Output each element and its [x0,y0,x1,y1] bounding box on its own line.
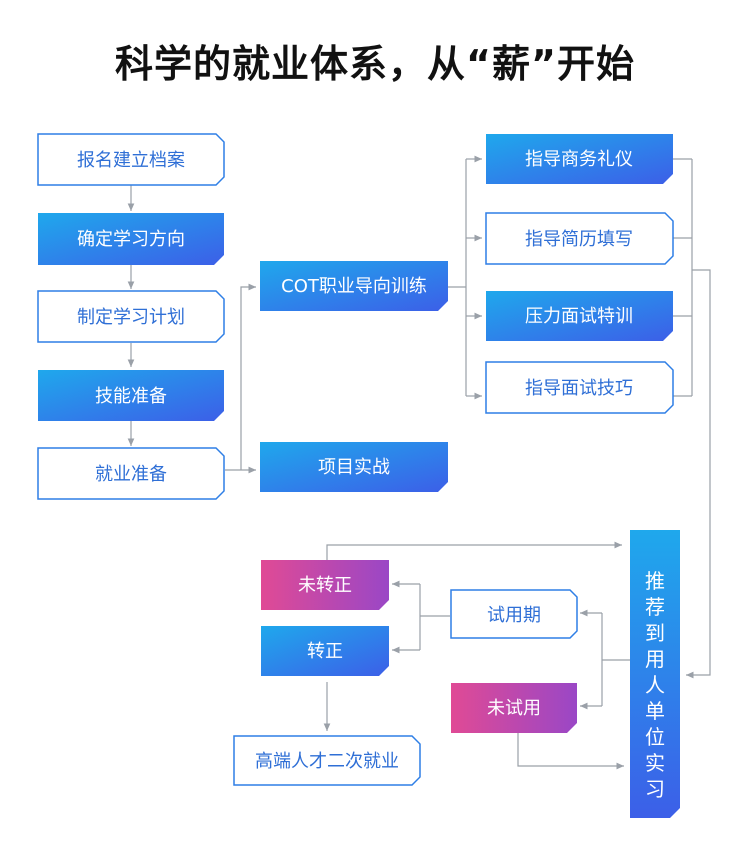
recommend-char: 实 [645,751,665,775]
page-title: 科学的就业体系，从“薪”开始 [115,42,635,86]
svg-text:确定学习方向: 确定学习方向 [77,229,185,250]
node-enroll: 报名建立档案 [37,133,225,186]
svg-text:指导商务礼仪: 指导商务礼仪 [525,149,633,170]
node-project: 项目实战 [260,442,448,492]
node-resume: 指导简历填写 [485,212,674,265]
svg-text:COT职业导向训练: COT职业导向训练 [281,276,427,297]
node-plan: 制定学习计划 [37,290,225,343]
svg-text:转正: 转正 [307,641,343,662]
svg-text:制定学习计划: 制定学习计划 [77,307,185,328]
recommend-char: 人 [645,673,665,697]
svg-text:未试用: 未试用 [487,698,541,719]
node-not-regular: 未转正 [261,560,389,610]
recommend-char: 单 [645,699,665,723]
arrow-merge-recommend [686,269,711,679]
node-recommend-label: 推荐到用人单位实习 [645,569,665,801]
node-pressure: 压力面试特训 [486,291,673,341]
recommend-char: 到 [645,621,665,645]
recommend-char: 荐 [645,595,665,619]
svg-text:项目实战: 项目实战 [318,457,390,478]
arrow-not-regular-recommend [326,541,622,560]
svg-text:未转正: 未转正 [298,575,352,596]
arrow-prep-cot [240,283,256,470]
recommend-char: 用 [645,647,665,671]
node-cot: COT职业导向训练 [260,261,448,311]
arrow-no-trial-recommend [517,733,624,770]
node-skills: 技能准备 [38,370,224,421]
svg-text:指导面试技巧: 指导面试技巧 [525,378,633,399]
svg-text:试用期: 试用期 [487,605,541,626]
node-reemploy: 高端人才二次就业 [233,735,421,786]
recommend-char: 推 [645,569,665,593]
node-direction: 确定学习方向 [38,213,224,265]
svg-text:技能准备: 技能准备 [95,386,167,407]
node-no-trial: 未试用 [451,683,577,733]
node-recommend: 推荐到用人单位实习 [630,530,680,818]
node-regular: 转正 [261,626,389,676]
node-etiquette: 指导商务礼仪 [486,134,673,184]
node-employ-prep: 就业准备 [37,447,225,500]
svg-text:压力面试特训: 压力面试特训 [525,306,633,327]
connectors [127,155,711,770]
recommend-char: 习 [645,777,665,801]
recommend-char: 位 [645,725,665,749]
node-interview: 指导面试技巧 [485,361,674,414]
svg-text:高端人才二次就业: 高端人才二次就业 [255,751,399,772]
svg-text:就业准备: 就业准备 [95,464,167,485]
node-trial: 试用期 [450,589,578,639]
svg-text:报名建立档案: 报名建立档案 [77,150,185,171]
svg-text:指导简历填写: 指导简历填写 [525,229,633,250]
